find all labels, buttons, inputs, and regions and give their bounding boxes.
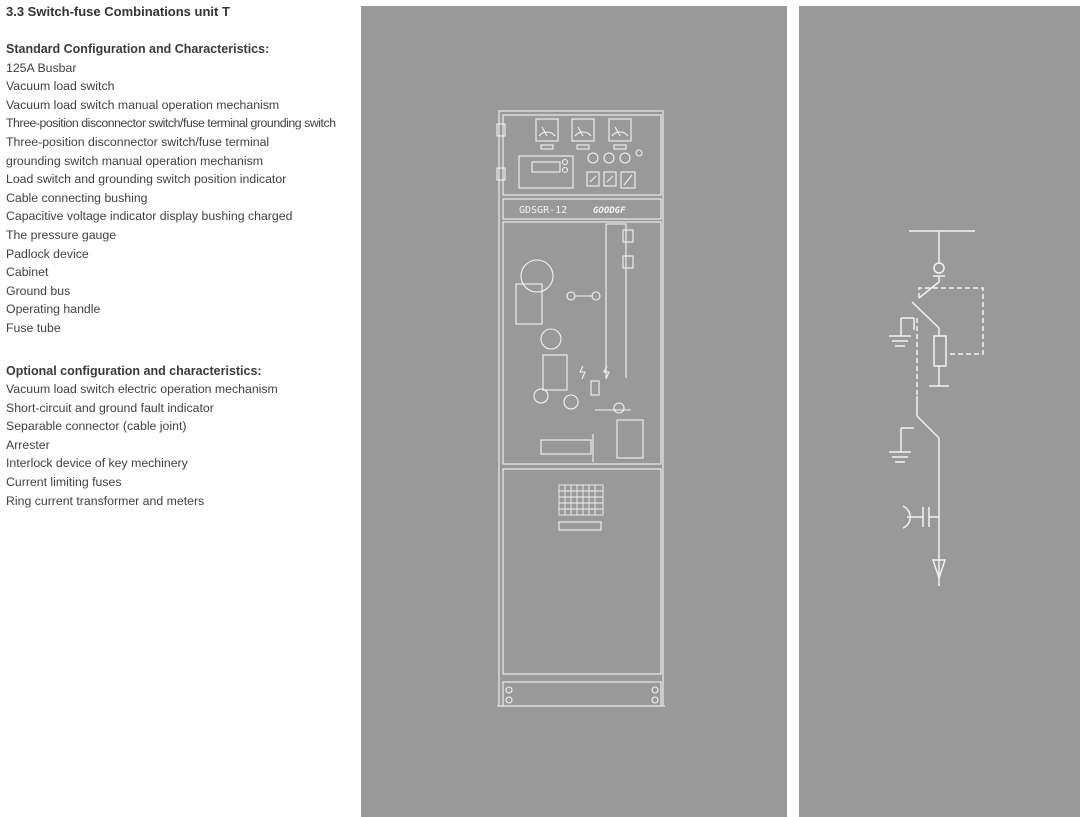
list-item: Interlock device of key mechinery bbox=[6, 456, 188, 471]
list-item: Vacuum load switch bbox=[6, 79, 115, 94]
single-line-diagram bbox=[889, 230, 984, 586]
list-item: grounding switch manual operation mechan… bbox=[6, 153, 264, 168]
spacer bbox=[6, 338, 351, 362]
list-item: Ring current transformer and meters bbox=[6, 493, 205, 508]
display-screen bbox=[531, 161, 561, 173]
optional-config-list: Vacuum load switch electric operation me… bbox=[6, 380, 351, 510]
list-item: Three-position disconnector switch/fuse … bbox=[6, 134, 270, 149]
list-item: Capacitive voltage indicator display bus… bbox=[6, 209, 293, 224]
load-switch-icon bbox=[918, 281, 940, 299]
list-item: Current limiting fuses bbox=[6, 475, 122, 490]
meter-icon bbox=[608, 118, 632, 150]
list-item: Padlock device bbox=[6, 246, 89, 261]
list-item: Cable connecting bushing bbox=[6, 190, 148, 205]
cable-compartment bbox=[502, 468, 662, 675]
text-column: 3.3 Switch-fuse Combinations unit T Stan… bbox=[6, 4, 351, 510]
standard-config-list: 125A Busbar Vacuum load switch Vacuum lo… bbox=[6, 59, 351, 338]
list-item: The pressure gauge bbox=[6, 227, 117, 242]
fuse-icon bbox=[933, 335, 947, 367]
instrument-compartment bbox=[502, 114, 662, 196]
list-item: Load switch and grounding switch positio… bbox=[6, 172, 287, 187]
lightning-icon bbox=[579, 365, 586, 380]
hinge-icon bbox=[496, 123, 506, 137]
model-label: GDSGR-12 bbox=[519, 205, 567, 216]
lightning-icon bbox=[603, 365, 610, 380]
switch-icon bbox=[620, 171, 636, 189]
cabinet-front-view-panel: GDSGR-12 GOODGF bbox=[361, 6, 787, 817]
vent-slot bbox=[558, 521, 602, 531]
list-item: Vacuum load switch manual operation mech… bbox=[6, 97, 280, 112]
list-item: Separable connector (cable joint) bbox=[6, 419, 187, 434]
switch-icon bbox=[622, 229, 634, 243]
indicator-lamp-icon bbox=[603, 152, 615, 164]
knob-icon bbox=[533, 388, 549, 404]
earthing-switch-icon bbox=[916, 415, 940, 439]
section-title: 3.3 Switch-fuse Combinations unit T bbox=[6, 4, 230, 19]
list-item: Fuse tube bbox=[6, 320, 61, 335]
indicator-lamp-icon bbox=[619, 152, 631, 164]
list-item: Three-position disconnector switch/fuse … bbox=[6, 116, 336, 131]
bushing-icon bbox=[933, 262, 945, 274]
indicator-lamp-icon bbox=[635, 149, 643, 157]
cabinet-outline bbox=[498, 110, 664, 707]
interlock-box bbox=[616, 419, 644, 459]
list-item: Vacuum load switch electric operation me… bbox=[6, 382, 278, 397]
switch-icon bbox=[586, 171, 600, 187]
brand-label: GOODGF bbox=[593, 206, 626, 216]
switch-icon bbox=[622, 255, 634, 269]
knob-icon bbox=[563, 394, 579, 410]
optional-config-heading: Optional configuration and characteristi… bbox=[6, 363, 262, 378]
knob-icon bbox=[613, 402, 625, 414]
ground-icon bbox=[889, 317, 915, 347]
display-unit bbox=[518, 155, 574, 189]
position-indicator bbox=[542, 354, 568, 391]
operation-compartment bbox=[502, 221, 662, 465]
list-item: Ground bus bbox=[6, 283, 71, 298]
single-line-diagram-panel bbox=[799, 6, 1080, 817]
switch-icon bbox=[603, 171, 617, 187]
indicator-lamp-icon bbox=[587, 152, 599, 164]
operating-handle-icon bbox=[540, 328, 562, 350]
nameplate-band bbox=[502, 198, 662, 220]
meter-icon bbox=[535, 118, 559, 150]
cable-end-icon bbox=[931, 559, 947, 581]
meter-icon bbox=[571, 118, 595, 150]
standard-config-heading: Standard Configuration and Characteristi… bbox=[6, 42, 270, 56]
cabinet-front-drawing: GDSGR-12 GOODGF bbox=[496, 110, 665, 707]
ventilation-grid bbox=[558, 484, 604, 516]
list-item: Short-circuit and ground fault indicator bbox=[6, 400, 214, 415]
ground-icon bbox=[889, 427, 914, 463]
pressure-gauge-icon bbox=[520, 259, 554, 293]
cabinet-base bbox=[502, 681, 662, 707]
hinge-icon bbox=[496, 167, 506, 181]
padlock-icon bbox=[566, 291, 593, 301]
list-item: 125A Busbar bbox=[6, 60, 77, 75]
capacitor-icon bbox=[902, 505, 939, 529]
padlock-label bbox=[540, 439, 592, 455]
mechanism-window bbox=[515, 283, 543, 325]
list-item: Operating handle bbox=[6, 302, 101, 317]
list-item: Arrester bbox=[6, 437, 50, 452]
interlock-dashed-line bbox=[918, 287, 984, 355]
list-item: Cabinet bbox=[6, 265, 49, 280]
